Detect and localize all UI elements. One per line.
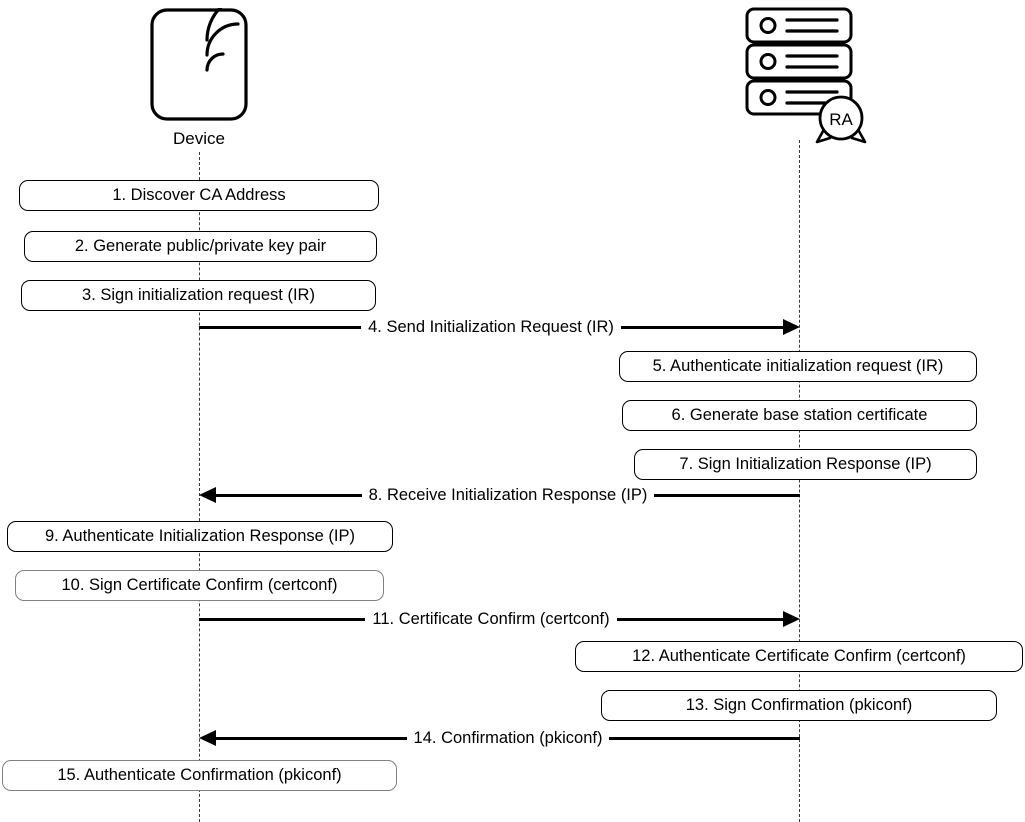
- arrow-line-left: [216, 736, 407, 740]
- step-box-2: 2. Generate public/private key pair: [24, 231, 377, 262]
- arrowhead-left-icon: [199, 487, 216, 503]
- wireless-device-icon: [150, 0, 248, 126]
- message-label-8: 8. Receive Initialization Response (IP): [361, 487, 655, 504]
- svg-text:RA: RA: [829, 110, 853, 129]
- arrow-line-right: [654, 493, 800, 497]
- arrowhead-left-icon: [199, 730, 216, 746]
- step-box-7: 7. Sign Initialization Response (IP): [634, 449, 977, 480]
- message-arrow-8: 8. Receive Initialization Response (IP): [199, 484, 800, 506]
- arrow-line-right: [620, 325, 784, 329]
- lifeline-ra: [799, 140, 800, 822]
- actor-label-device: Device: [173, 129, 225, 148]
- step-box-5: 5. Authenticate initialization request (…: [619, 351, 977, 382]
- arrowhead-right-icon: [783, 319, 801, 335]
- arrow-line-left: [199, 325, 362, 329]
- message-label-11: 11. Certificate Confirm (certconf): [365, 611, 617, 628]
- server-stack-certificate-icon: RA: [745, 5, 873, 150]
- step-box-6: 6. Generate base station certificate: [622, 400, 977, 431]
- message-arrow-11: 11. Certificate Confirm (certconf): [199, 608, 800, 630]
- arrow-line-left: [199, 617, 366, 621]
- step-box-9: 9. Authenticate Initialization Response …: [7, 521, 393, 552]
- arrow-line-left: [216, 493, 362, 497]
- step-box-12: 12. Authenticate Certificate Confirm (ce…: [575, 641, 1023, 672]
- arrow-line-right: [616, 617, 783, 621]
- message-label-14: 14. Confirmation (pkiconf): [406, 730, 610, 747]
- arrowhead-right-icon: [783, 611, 800, 627]
- step-box-13: 13. Sign Confirmation (pkiconf): [601, 690, 997, 721]
- step-box-15: 15. Authenticate Confirmation (pkiconf): [2, 760, 397, 791]
- message-label-4: 4. Send Initialization Request (IR): [361, 319, 621, 336]
- message-arrow-4: 4. Send Initialization Request (IR): [199, 316, 801, 338]
- arrow-line-right: [609, 736, 801, 740]
- step-box-10: 10. Sign Certificate Confirm (certconf): [15, 570, 384, 601]
- step-box-3: 3. Sign initialization request (IR): [21, 280, 376, 311]
- message-arrow-14: 14. Confirmation (pkiconf): [199, 727, 801, 749]
- step-box-1: 1. Discover CA Address: [19, 180, 379, 211]
